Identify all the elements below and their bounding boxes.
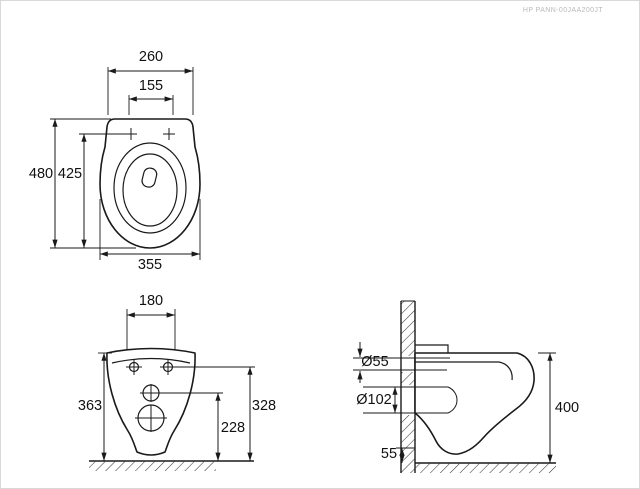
soil-outlet-hole (135, 404, 167, 432)
fixing-holes (126, 359, 176, 375)
dim-height-total-side: 400 (538, 352, 579, 464)
flush-inlet-detail (141, 167, 158, 188)
dim-inlet-diameter: Ø55 (357, 342, 389, 383)
dim-155-label: 155 (139, 78, 163, 94)
bowl-opening (122, 153, 178, 227)
dim-355-label: 355 (138, 257, 162, 273)
seat-ring-outer (113, 142, 187, 234)
drawing-ref-code: HP PANN-00JAA200JT (523, 7, 603, 14)
dim-width-seat: 155 (128, 78, 174, 115)
dim-width-max: 355 (99, 199, 201, 273)
dim-height-total-front: 363 (78, 352, 112, 462)
ground-hatch (89, 461, 216, 471)
top-view: 260 155 480 425 355 (29, 49, 201, 273)
dim-outlet-diameter: Ø102 (356, 386, 398, 414)
dim-dia55-label: Ø55 (361, 354, 388, 370)
dim-length-total: 480 (29, 118, 136, 249)
dim-width-top-front: 180 (126, 293, 176, 350)
dim-dia102-label: Ø102 (356, 392, 391, 408)
dim-363-label: 363 (78, 398, 102, 414)
side-view: Ø55 Ø102 55 400 (353, 300, 579, 473)
dim-400-label: 400 (555, 400, 579, 416)
dim-260-label: 260 (139, 49, 163, 65)
inlet-pipe (353, 357, 450, 371)
rim-detail-line (111, 357, 191, 364)
pan-plan-outline (99, 118, 201, 249)
dim-height-outlet: 228 (159, 392, 245, 462)
rim-inner-line (415, 361, 513, 381)
dim-bottom-clearance: 55 (381, 446, 415, 464)
pipe-elbow (447, 386, 458, 414)
pipe-gap (399, 356, 417, 372)
dim-228-label: 228 (221, 420, 245, 436)
dim-480-label: 480 (29, 166, 53, 182)
pipe-gap (399, 385, 417, 415)
dim-width-top: 260 (107, 49, 194, 115)
dim-height-holes: 328 (175, 366, 276, 462)
cistern-step-detail (415, 344, 449, 353)
dim-425-label: 425 (58, 166, 82, 182)
dim-180-label: 180 (139, 293, 163, 309)
dim-length-holes: 425 (58, 133, 128, 249)
ground-hatch (415, 463, 556, 473)
front-view: 180 363 228 328 (78, 293, 276, 471)
dim-55-label: 55 (381, 446, 397, 462)
dim-328-label: 328 (252, 398, 276, 414)
outlet-pipe (363, 386, 458, 414)
pan-side-outline (414, 352, 535, 455)
